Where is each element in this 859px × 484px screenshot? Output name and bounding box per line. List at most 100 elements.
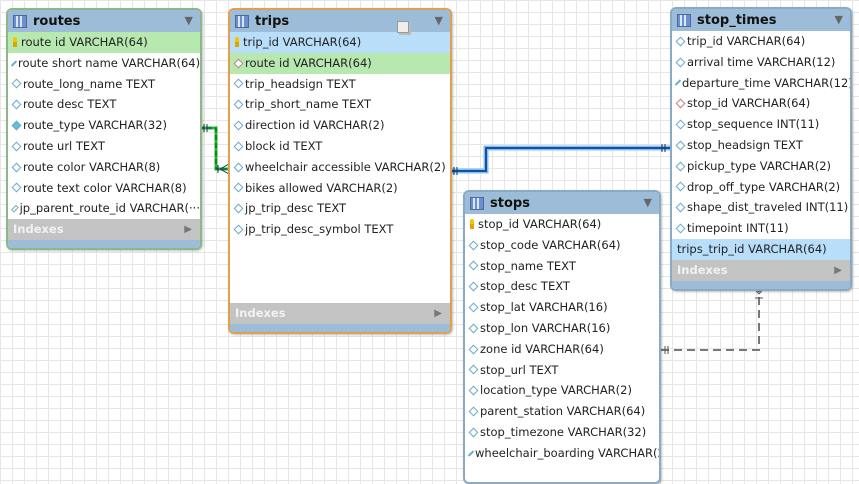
expand-arrow-icon[interactable]: ▶ bbox=[184, 224, 192, 236]
column-label: pickup_type VARCHAR(2) bbox=[687, 158, 832, 173]
table-stops[interactable]: stops▼ stop_id VARCHAR(64) stop_code VARCH… bbox=[463, 190, 661, 484]
column-icon bbox=[233, 99, 244, 110]
column-row[interactable]: departure_time VARCHAR(12) bbox=[672, 73, 850, 94]
column-row[interactable]: wheelchair_boarding VARCHAR(2) bbox=[465, 443, 659, 464]
column-label: jp_parent_route_id VARCHAR(··· bbox=[19, 201, 200, 216]
column-row[interactable]: jp_trip_desc_symbol TEXT bbox=[230, 219, 450, 240]
column-row[interactable]: stop_lon VARCHAR(16) bbox=[465, 318, 659, 339]
relationship-routes-trips[interactable] bbox=[199, 124, 230, 175]
table-footer bbox=[8, 240, 200, 248]
column-row[interactable]: parent_station VARCHAR(64) bbox=[465, 401, 659, 422]
relationship-lines bbox=[199, 124, 765, 354]
relationship-trips-stop_times[interactable] bbox=[449, 144, 671, 175]
table-header[interactable]: trips▼ bbox=[230, 10, 450, 32]
column-label: route_long_name TEXT bbox=[23, 76, 155, 91]
column-label: bikes allowed VARCHAR(2) bbox=[245, 180, 398, 195]
column-row[interactable]: route short name VARCHAR(64) bbox=[8, 53, 200, 74]
table-stop_times[interactable]: stop_times▼ trip_id VARCHAR(64) arrival ti… bbox=[670, 7, 852, 291]
column-row[interactable]: stop_url TEXT bbox=[465, 360, 659, 381]
column-row[interactable]: drop_off_type VARCHAR(2) bbox=[672, 177, 850, 198]
column-row[interactable]: block id TEXT bbox=[230, 136, 450, 157]
table-icon bbox=[13, 14, 27, 28]
column-row[interactable]: stop_timezone VARCHAR(32) bbox=[465, 422, 659, 443]
column-row[interactable]: trip_headsign TEXT bbox=[230, 74, 450, 95]
table-header[interactable]: stops▼ bbox=[465, 192, 659, 214]
column-label: location_type VARCHAR(2) bbox=[480, 383, 632, 398]
column-icon bbox=[233, 183, 244, 193]
table-icon bbox=[677, 13, 691, 27]
collapse-arrow-icon[interactable]: ▼ bbox=[643, 196, 652, 209]
column-row[interactable]: bikes allowed VARCHAR(2) bbox=[230, 178, 450, 199]
column-row[interactable]: stop_id VARCHAR(64) bbox=[672, 93, 850, 114]
relationship-stops-stop_times[interactable] bbox=[661, 287, 765, 354]
column-row[interactable]: trip_id VARCHAR(64) bbox=[230, 32, 450, 53]
column-label: trip_id VARCHAR(64) bbox=[687, 34, 806, 48]
column-row[interactable]: route_long_name TEXT bbox=[8, 74, 200, 95]
column-icon bbox=[11, 141, 22, 152]
table-trips[interactable]: trips▼trip_id VARCHAR(64) route id VARCHA… bbox=[228, 8, 452, 334]
collapse-arrow-icon[interactable]: ▼ bbox=[184, 14, 193, 27]
primary-key-icon bbox=[13, 37, 17, 48]
expand-arrow-icon[interactable]: ▶ bbox=[434, 307, 442, 319]
column-label: drop_off_type VARCHAR(2) bbox=[687, 179, 841, 194]
column-row[interactable]: route url TEXT bbox=[8, 136, 200, 157]
column-icon bbox=[468, 323, 479, 334]
column-label: route text color VARCHAR(8) bbox=[23, 180, 187, 195]
column-row[interactable]: stop_lat VARCHAR(16) bbox=[465, 297, 659, 318]
column-row[interactable]: jp_trip_desc TEXT bbox=[230, 198, 450, 219]
column-icon bbox=[11, 120, 22, 131]
column-list: stop_id VARCHAR(64) stop_code VARCHAR(64)… bbox=[465, 214, 659, 464]
column-row[interactable]: stop_name TEXT bbox=[465, 256, 659, 277]
column-row[interactable]: direction id VARCHAR(2) bbox=[230, 115, 450, 136]
column-row[interactable]: route desc TEXT bbox=[8, 94, 200, 115]
column-row[interactable]: route_type VARCHAR(32) bbox=[8, 115, 200, 136]
expand-arrow-icon[interactable]: ▶ bbox=[834, 264, 842, 276]
column-label: stop_id VARCHAR(64) bbox=[478, 217, 602, 231]
column-row[interactable]: shape_dist_traveled INT(11) bbox=[672, 197, 850, 218]
indexes-section[interactable]: Indexes ▶ bbox=[8, 219, 200, 241]
column-label: zone id VARCHAR(64) bbox=[480, 341, 604, 356]
column-row[interactable]: stop_code VARCHAR(64) bbox=[465, 235, 659, 256]
column-row[interactable]: route color VARCHAR(8) bbox=[8, 157, 200, 178]
table-header[interactable]: stop_times▼ bbox=[672, 9, 850, 31]
column-row[interactable]: stop_id VARCHAR(64) bbox=[465, 214, 659, 235]
column-row[interactable]: trips_trip_id VARCHAR(64) bbox=[672, 238, 850, 260]
table-routes[interactable]: routes ▼ route id VARCHAR(64)route short n… bbox=[6, 8, 202, 250]
column-row[interactable]: pickup_type VARCHAR(2) bbox=[672, 156, 850, 177]
resize-handle[interactable] bbox=[397, 21, 409, 33]
indexes-label: Indexes bbox=[13, 222, 64, 237]
column-row[interactable]: jp_parent_route_id VARCHAR(··· bbox=[8, 198, 200, 219]
column-row[interactable]: stop_sequence INT(11) bbox=[672, 114, 850, 135]
column-row[interactable]: stop_desc TEXT bbox=[465, 276, 659, 297]
column-icon bbox=[233, 141, 244, 152]
indexes-section[interactable]: Indexes▶ bbox=[672, 259, 850, 281]
column-row[interactable]: route text color VARCHAR(8) bbox=[8, 178, 200, 199]
column-icon bbox=[675, 119, 686, 130]
column-row[interactable]: timepoint INT(11) bbox=[672, 218, 850, 239]
column-icon bbox=[674, 79, 682, 87]
column-row[interactable]: route id VARCHAR(64) bbox=[8, 32, 200, 53]
foreign-key-icon bbox=[675, 98, 686, 109]
table-footer bbox=[672, 280, 850, 289]
column-row[interactable]: zone id VARCHAR(64) bbox=[465, 339, 659, 360]
column-row[interactable]: stop_headsign TEXT bbox=[672, 135, 850, 156]
collapse-arrow-icon[interactable]: ▼ bbox=[834, 13, 843, 26]
column-icon bbox=[675, 36, 686, 47]
column-icon bbox=[11, 162, 22, 173]
indexes-section[interactable]: Indexes▶ bbox=[230, 302, 450, 324]
column-row[interactable]: route id VARCHAR(64) bbox=[230, 52, 450, 74]
column-label: route id VARCHAR(64) bbox=[245, 55, 372, 70]
column-label: trip_headsign TEXT bbox=[245, 76, 356, 91]
column-label: timepoint INT(11) bbox=[687, 221, 789, 236]
column-row[interactable]: trip_short_name TEXT bbox=[230, 94, 450, 115]
collapse-arrow-icon[interactable]: ▼ bbox=[434, 14, 443, 27]
column-row[interactable]: location_type VARCHAR(2) bbox=[465, 380, 659, 401]
column-row[interactable]: arrival time VARCHAR(12) bbox=[672, 52, 850, 73]
table-name: routes bbox=[33, 13, 81, 29]
column-label: trips_trip_id VARCHAR(64) bbox=[677, 241, 827, 256]
column-row[interactable]: trip_id VARCHAR(64) bbox=[672, 31, 850, 52]
table-header[interactable]: routes ▼ bbox=[8, 10, 200, 32]
spacer bbox=[230, 240, 450, 303]
column-list: trip_id VARCHAR(64) route id VARCHAR(64) t… bbox=[230, 32, 450, 240]
column-row[interactable]: wheelchair accessible VARCHAR(2) bbox=[230, 157, 450, 178]
